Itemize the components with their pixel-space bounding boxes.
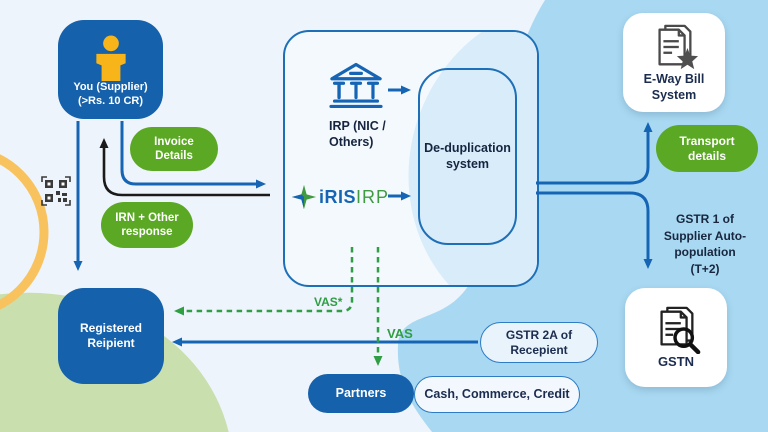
irp-label-line1: IRP (NIC / (329, 119, 386, 133)
iris-irp-logo: iRIS IRP (291, 184, 389, 210)
irp-label: IRP (NIC / Others) (329, 118, 386, 151)
arrow-irp-to-gstn (536, 191, 653, 269)
yellow-arc (0, 154, 49, 310)
person-icon (95, 35, 126, 81)
vas-star-label: VAS* (314, 295, 343, 309)
recipient-line1: Registered (79, 321, 143, 335)
irn-pill-line1: IRN + Other (115, 211, 179, 224)
supplier-label-line2: (>Rs. 10 CR) (77, 94, 144, 107)
logo-iris-text: iRIS (319, 186, 357, 207)
irp-label-line2: Others) (329, 135, 374, 150)
transport-details-pill: Transport details (656, 125, 758, 172)
vas-label: VAS (387, 326, 413, 341)
registered-recipient-box: Registered Reipient (58, 288, 164, 384)
dedup-system-box: De-duplication system (418, 68, 517, 245)
gstr2a-pill: GSTR 2A of Recepient (480, 322, 598, 363)
document-search-icon (660, 307, 701, 355)
gstr1-line4: (T+2) (690, 261, 720, 276)
irn-pill-line2: response (121, 226, 173, 238)
supplier-box: You (Supplier) (>Rs. 10 CR) (58, 20, 163, 119)
transport-line2: details (687, 148, 726, 163)
cash-commerce-credit-pill: Cash, Commerce, Credit (414, 376, 580, 413)
bank-icon (329, 62, 383, 109)
eway-line1: E-Way Bill (643, 71, 705, 86)
supplier-label-line1: You (Supplier) (73, 80, 148, 93)
invoice-pill-line2: Details (155, 150, 193, 162)
qr-code-icon (41, 176, 71, 206)
gstr2a-line2: Recepient (510, 342, 568, 357)
eway-line2: System (651, 87, 697, 102)
gstn-box: GSTN (625, 288, 727, 387)
eway-bill-box: E-Way Bill System (623, 13, 725, 112)
dedup-line1: De-duplication (424, 140, 511, 155)
irn-response-pill: IRN + Other response (101, 202, 193, 248)
gstr1-line3: population (674, 245, 736, 259)
logo-irp-text: IRP (356, 186, 390, 207)
gstn-label: GSTN (657, 354, 695, 370)
arrow-irp-to-eway (536, 122, 653, 185)
gstr1-line2: Supplier Auto- (663, 228, 747, 243)
iris-star-icon (291, 184, 317, 210)
invoice-pill-line1: Invoice (154, 135, 194, 148)
gstr1-line1: GSTR 1 of (675, 212, 734, 226)
gstr2a-line1: GSTR 2A of (505, 327, 573, 342)
dedup-line2: system (445, 156, 490, 171)
recipient-line2: Reipient (87, 336, 135, 350)
invoice-details-pill: Invoice Details (130, 127, 218, 171)
document-star-icon (658, 24, 699, 69)
cash-label: Cash, Commerce, Credit (424, 386, 570, 401)
gstr1-annotation: GSTR 1 of Supplier Auto- population (T+2… (642, 211, 768, 277)
transport-line1: Transport (679, 133, 735, 148)
partners-label: Partners (335, 385, 387, 400)
partners-pill: Partners (308, 374, 414, 413)
